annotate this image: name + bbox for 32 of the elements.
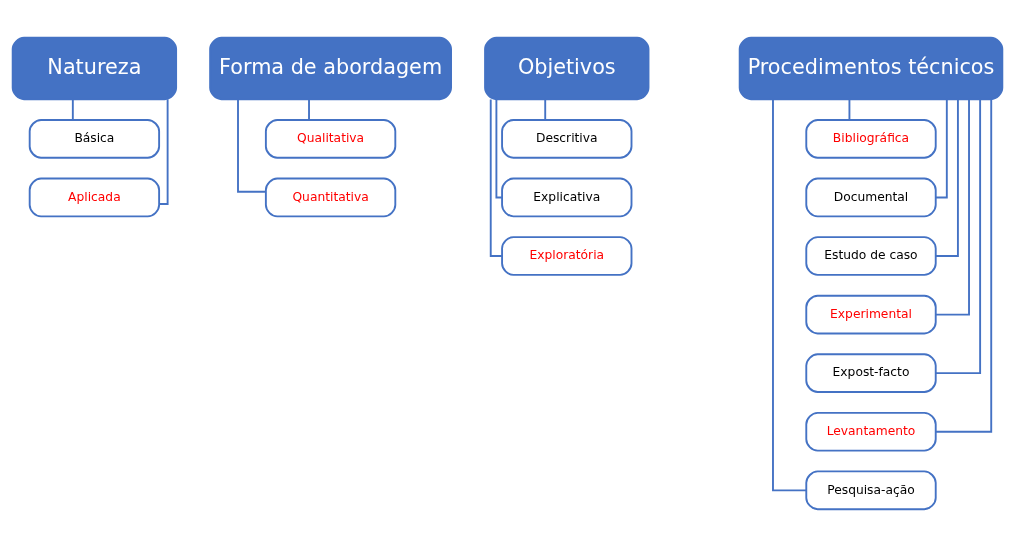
node-box: Levantamento <box>805 411 937 452</box>
connector <box>489 98 503 257</box>
connector <box>495 97 503 198</box>
node-box: Qualitativa <box>264 118 397 159</box>
connector <box>934 97 982 374</box>
node-box: Forma de abordagem <box>209 36 452 100</box>
connector <box>935 97 948 198</box>
node-box: Procedimentos técnicos <box>738 36 1004 100</box>
connector <box>158 97 169 205</box>
connector <box>237 97 267 193</box>
connector <box>935 98 959 257</box>
connector <box>544 98 547 121</box>
node-box: Básica <box>28 118 161 159</box>
node-box: Explicativa <box>501 177 633 217</box>
node-box: Bibliográfica <box>805 118 937 159</box>
node-box: Expost-facto <box>805 352 937 393</box>
node-box: Exploratória <box>501 235 633 276</box>
connector <box>308 98 310 121</box>
node-box: Descritiva <box>501 118 633 159</box>
node-box: Estudo de caso <box>805 235 937 276</box>
connector <box>848 98 851 121</box>
node-box: Objetivos <box>484 36 650 100</box>
node-box: Aplicada <box>28 177 161 217</box>
node-box: Pesquisa-ação <box>805 470 937 510</box>
connector <box>71 98 74 121</box>
connector <box>935 98 993 433</box>
connector <box>934 97 970 316</box>
node-box: Experimental <box>805 294 937 334</box>
node-box: Documental <box>805 177 937 217</box>
node-box: Natureza <box>11 36 178 100</box>
connector <box>772 98 808 491</box>
node-box: Quantitativa <box>264 177 397 217</box>
